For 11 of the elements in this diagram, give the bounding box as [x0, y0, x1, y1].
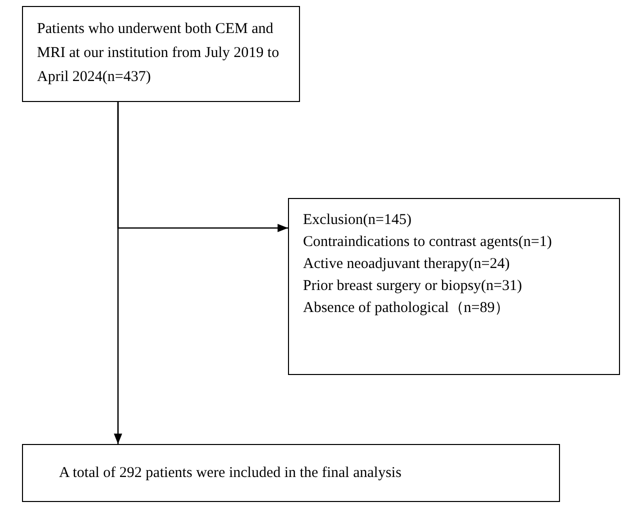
box-text: Contraindications to contrast agents(n=1) [303, 233, 553, 252]
box-text: Patients who underwent both CEM and MRI at our institution from July 2019 to April 2024(n=437) [37, 20, 280, 87]
box-text: A total of 292 patients were included in the final analysis [59, 464, 402, 483]
box-text: Active neoadjuvant therapy(n=24) [303, 255, 511, 274]
box-text: Absence of pathological（n=89） [303, 299, 511, 318]
process-box [22, 444, 560, 502]
process-box [22, 6, 300, 102]
process-box [288, 198, 620, 375]
box-text: Exclusion(n=145) [303, 211, 412, 230]
arrow [117, 102, 288, 232]
box-text: Prior breast surgery or biopsy(n=31) [303, 277, 523, 296]
